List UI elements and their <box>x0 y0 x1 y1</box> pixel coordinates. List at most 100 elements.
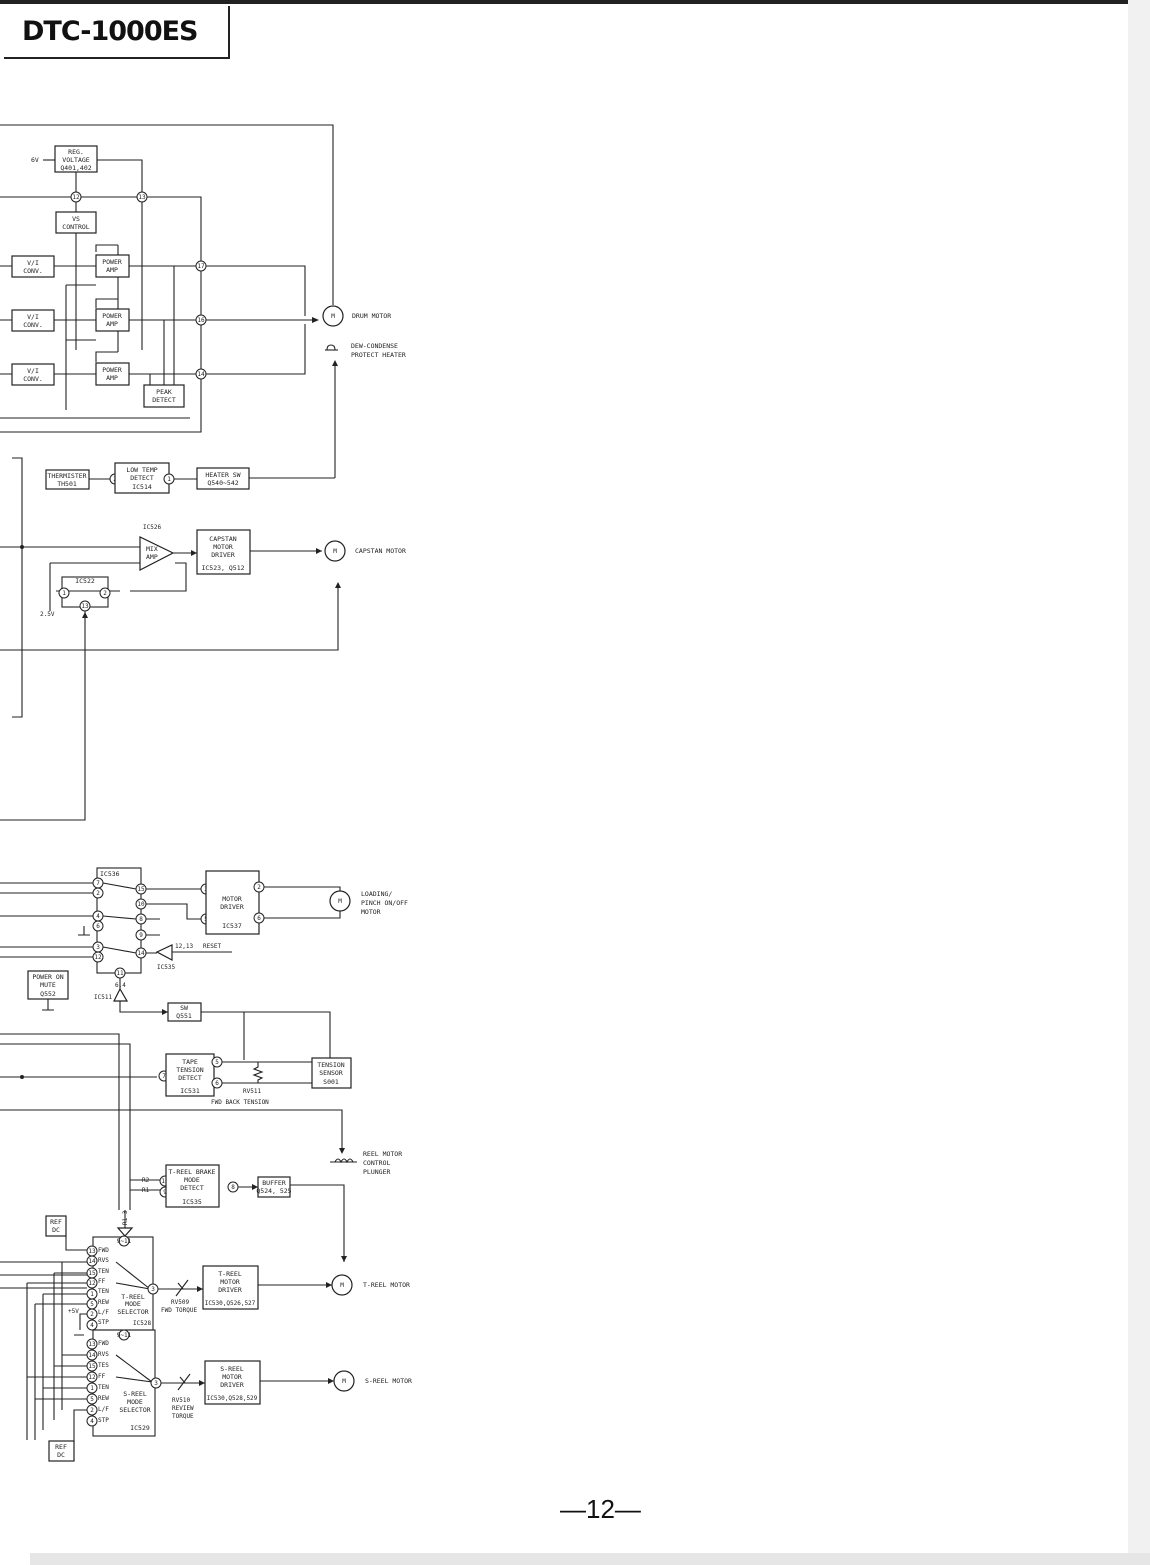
svg-text:14: 14 <box>137 950 145 957</box>
s-sel-pin-range: 9~11 <box>117 1332 132 1339</box>
s-reel-motor-label: S-REEL MOTOR <box>365 1377 412 1385</box>
loading-motor-driver-block <box>205 870 260 935</box>
capstan-driver-l3: DRIVER <box>211 551 235 559</box>
loading-label-l1: LOADING/ <box>361 890 392 898</box>
svg-text:3: 3 <box>154 1380 158 1387</box>
t-mode-rvs: RVS <box>98 1257 109 1264</box>
vs-control-l2: CONTROL <box>62 223 89 231</box>
svg-text:4: 4 <box>90 1322 94 1329</box>
s-mode-fwd: FWD <box>98 1340 109 1347</box>
tape-tension-l2: TENSION <box>176 1066 203 1074</box>
tension-sensor-block <box>311 1057 352 1089</box>
vi-conv-1-l1: V/I <box>27 259 39 267</box>
loading-label-l2: PINCH ON/OFF <box>361 899 408 907</box>
svg-text:5: 5 <box>90 1301 94 1308</box>
svg-text:9: 9 <box>163 1189 167 1196</box>
heater-section: THERMISTER TH501 2 LOW TEMP DETECT IC514… <box>12 457 335 718</box>
s-reel-motor-icon <box>333 1370 355 1392</box>
pin-12-13: 12,13 <box>175 943 193 950</box>
mix-amp-l2: AMP <box>146 553 158 561</box>
s-mode-tes: TES <box>98 1362 109 1369</box>
t-selector-l1: T-REEL <box>121 1293 145 1301</box>
svg-text:2: 2 <box>96 890 100 897</box>
ic522-label: IC522 <box>75 577 95 585</box>
s-mode-ff: FF <box>98 1373 106 1380</box>
fwd-back-tension-label: FWD BACK TENSION <box>211 1099 269 1106</box>
tension-sensor-l3: S001 <box>323 1078 339 1086</box>
power-amp-1-l2: AMP <box>106 266 118 274</box>
s-driver-l4: IC530,Q528,529 <box>207 1395 258 1402</box>
svg-text:11: 11 <box>116 970 124 977</box>
t-reel-brake-l3: DETECT <box>180 1184 204 1192</box>
svg-text:14: 14 <box>88 1258 96 1265</box>
svg-text:3: 3 <box>151 1286 155 1293</box>
power-amp-1-l1: POWER <box>102 258 122 266</box>
svg-text:2: 2 <box>257 884 261 891</box>
drum-section: 6V REG. VOLTAGE Q401,402 12 13 VS CONTRO… <box>0 124 406 478</box>
svg-text:8: 8 <box>231 1184 235 1191</box>
rv509-icon <box>175 1279 189 1297</box>
rv509-l2: FWD TORQUE <box>161 1307 198 1314</box>
buffer-block <box>257 1176 291 1198</box>
sw551-l2: Q551 <box>176 1012 192 1020</box>
vi-conv-2-l2: CONV. <box>23 321 43 329</box>
dew-label-l1: DEW-CONDENSE <box>351 342 398 350</box>
svg-text:M: M <box>338 898 342 905</box>
low-temp-l1: LOW TEMP <box>126 466 157 474</box>
sw551-l1: SW <box>180 1004 188 1012</box>
buffer-l1: BUFFER <box>262 1179 286 1187</box>
svg-text:8: 8 <box>139 916 143 923</box>
svg-text:7: 7 <box>162 1073 166 1080</box>
t-reel-brake-l1: T-REEL BRAKE <box>169 1168 216 1176</box>
s-mode-rvs: RVS <box>98 1351 109 1358</box>
svg-text:13: 13 <box>88 1248 96 1255</box>
page-title: DTC-1000ES <box>22 16 199 47</box>
s-mode-lf: L/F <box>98 1406 109 1413</box>
ic535-label: IC535 <box>157 964 175 971</box>
svg-text:12: 12 <box>94 954 102 961</box>
s-reel-driver-block <box>204 1360 261 1405</box>
ref-dc-top-l1: REF <box>50 1218 62 1226</box>
t-sel-pin-range: 9~11 <box>117 1238 132 1245</box>
reg-voltage-l2: VOLTAGE <box>62 156 89 164</box>
s-mode-rew: REW <box>98 1395 109 1402</box>
capstan-driver-l1: CAPSTAN <box>209 535 236 543</box>
s-mode-stp: STP <box>98 1417 109 1424</box>
rv510-l3: TORQUE <box>172 1413 194 1420</box>
t-mode-ten2: TEN <box>98 1288 109 1295</box>
svg-text:10: 10 <box>137 901 145 908</box>
svg-text:15: 15 <box>137 886 145 893</box>
tension-sensor-l2: SENSOR <box>319 1069 343 1077</box>
label-6v: 6V <box>31 156 39 164</box>
vi-conv-3-l1: V/I <box>27 367 39 375</box>
heater-sw-l1: HEATER SW <box>205 471 240 479</box>
t-reel-brake-block <box>165 1164 220 1208</box>
t-mode-rew: REW <box>98 1299 109 1306</box>
ic535-buffer <box>155 944 173 961</box>
power-amp-2-l1: POWER <box>102 312 122 320</box>
s-selector-l3: SELECTOR <box>119 1406 150 1414</box>
svg-text:4: 4 <box>96 913 100 920</box>
capstan-section: IC526 MIX AMP CAPSTAN MOTOR DRIVER IC523… <box>0 524 406 821</box>
t-reel-brake-l4: IC535 <box>182 1198 202 1206</box>
reel-section: R2 R1 10 9 T-REEL BRAKE MODE DETECT IC53… <box>0 1164 412 1462</box>
svg-text:17: 17 <box>197 263 205 270</box>
t-selector-l4: IC528 <box>133 1320 151 1327</box>
label-5v: +5V <box>68 1308 79 1315</box>
svg-text:2: 2 <box>103 590 107 597</box>
svg-text:1: 1 <box>167 476 171 483</box>
heater-icon <box>326 344 336 351</box>
peak-detect-block <box>143 384 185 408</box>
svg-text:M: M <box>340 1282 344 1289</box>
title-box: DTC-1000ES <box>4 6 230 59</box>
low-temp-block <box>114 462 170 494</box>
plunger-icon <box>330 1158 357 1164</box>
svg-text:15: 15 <box>88 1363 96 1370</box>
power-on-mute-l2: MUTE <box>40 981 56 989</box>
s-driver-l1: S-REEL <box>220 1365 244 1373</box>
capstan-driver-l2: MOTOR <box>213 543 233 551</box>
s-mode-ten: TEN <box>98 1384 109 1391</box>
reg-voltage-l1: REG. <box>68 148 84 156</box>
svg-text:6: 6 <box>257 915 261 922</box>
capstan-driver-l4: IC523, Q512 <box>201 564 244 572</box>
